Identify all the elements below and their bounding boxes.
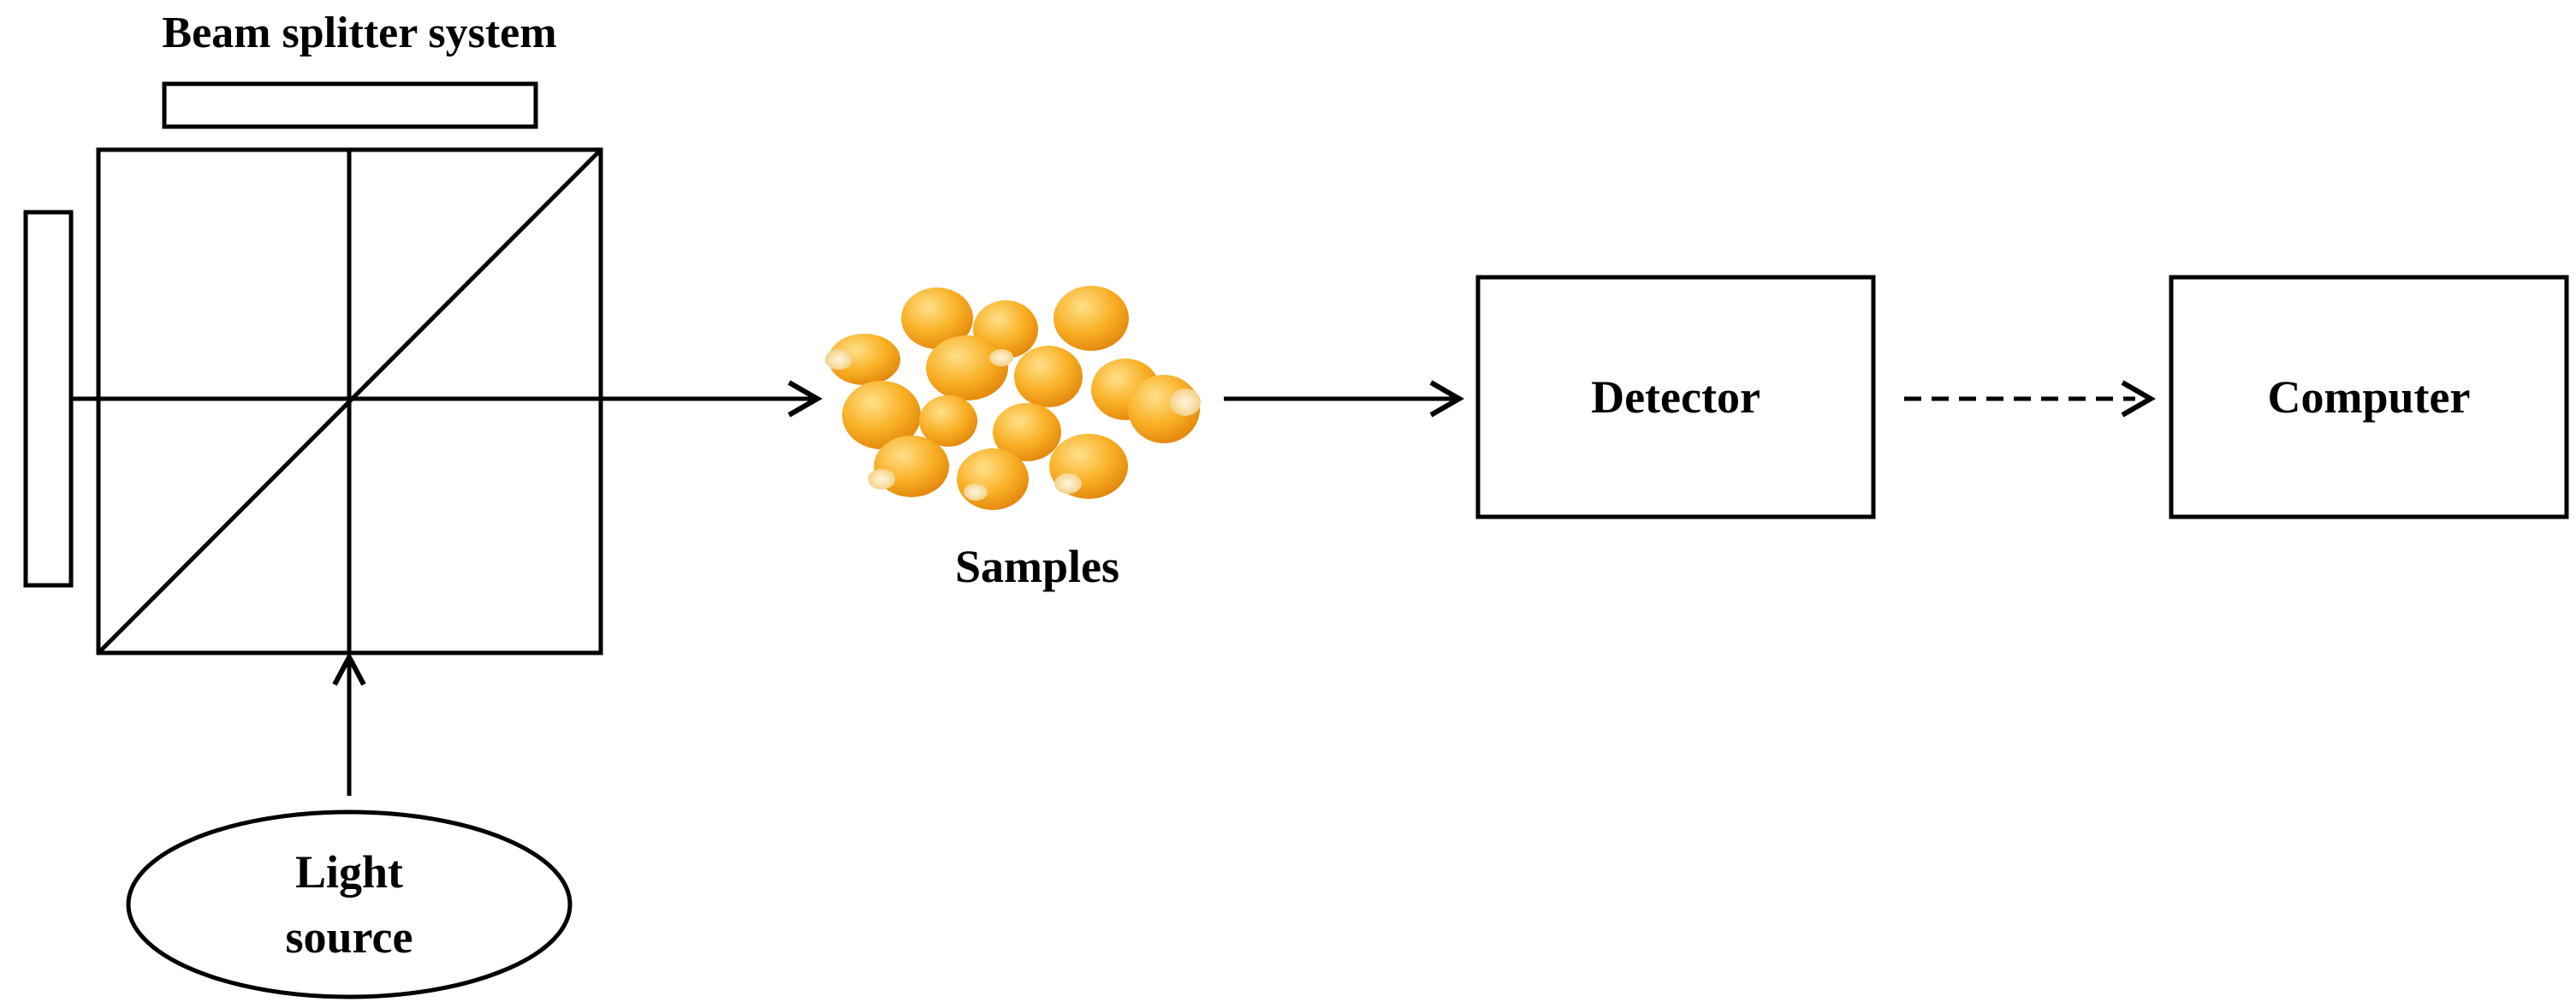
kernel-tip [1054,473,1082,494]
light-source-label-line2: source [286,911,413,963]
computer-box [2169,275,2569,519]
kernel [919,395,977,447]
kernel [993,403,1061,461]
arrowhead-to-detector [1429,380,1465,418]
arrowhead-to-samples [787,380,823,418]
detector-box [1475,275,1876,519]
corn-kernels-image [825,286,1201,510]
kernel [1054,286,1129,351]
kernel [901,288,973,349]
samples-label: Samples [955,541,1119,592]
computer-label: Computer [2268,371,2471,423]
light-source-ellipse [126,809,573,999]
kernel [1014,346,1083,407]
beam-splitter-diagonal [97,148,602,655]
kernel-tip [868,469,895,489]
arrowhead-to-computer [2121,380,2157,418]
kernel-tip [1170,388,1201,416]
kernel-tip [825,349,852,370]
arrowhead-into-cube [332,651,366,686]
beam-splitter-cube [96,147,603,655]
beam-splitter-label: Beam splitter system [162,9,556,57]
light-source-label-line1: Light [295,846,403,898]
kernel [828,334,900,385]
side-mirror-plate [23,210,74,588]
kernel [842,381,921,449]
top-mirror-plate [162,81,538,129]
detector-label: Detector [1591,371,1760,423]
kernel-tip [989,349,1013,366]
kernel [926,335,1008,400]
kernel [957,448,1029,510]
kernel-tip [964,483,988,501]
